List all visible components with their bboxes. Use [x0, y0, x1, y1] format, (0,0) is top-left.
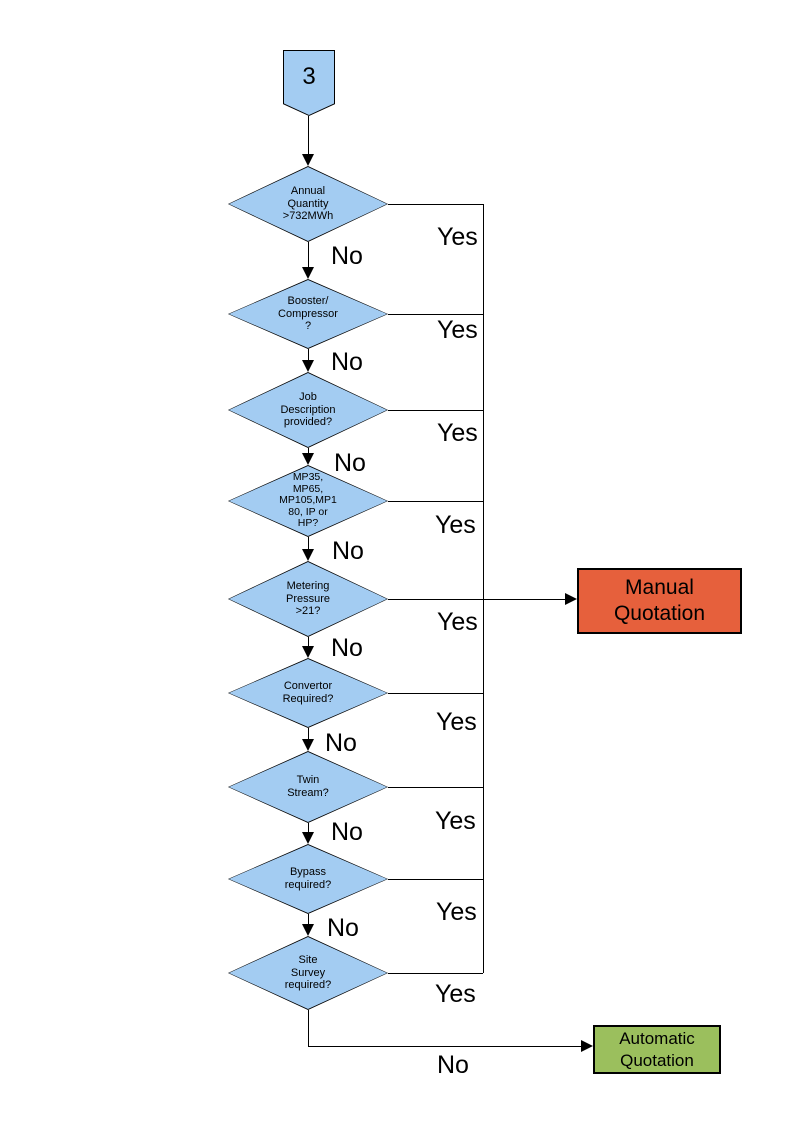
flow-line-connector-to-d1 — [308, 116, 309, 154]
offpage-connector-label: 3 — [302, 63, 316, 90]
flow-line-d3-d4 — [308, 448, 309, 453]
arrowhead-down-d2 — [302, 267, 314, 279]
flow-line-d6-d7 — [308, 728, 309, 739]
flow-line-d2-d3 — [308, 349, 309, 360]
no-label-3: No — [334, 449, 366, 477]
manual-quotation-line — [388, 599, 565, 600]
yes-label-5: Yes — [437, 608, 478, 636]
yes-label-6: Yes — [436, 708, 477, 736]
yes-line-d7 — [388, 787, 483, 788]
arrowhead-right-manual — [565, 593, 577, 605]
decision-label: Annual Quantity >732MWh — [282, 184, 334, 223]
no-label-5: No — [331, 634, 363, 662]
no-label-1: No — [331, 242, 363, 270]
decision-twin-stream: Twin Stream? — [228, 751, 388, 823]
decision-metering-pressure: Metering Pressure >21? — [228, 561, 388, 637]
flow-line-d8-d9 — [308, 914, 309, 924]
no-label-2: No — [331, 348, 363, 376]
decision-label: Convertor Required? — [282, 680, 334, 705]
yes-line-d3 — [388, 410, 483, 411]
manual-quotation-label: Manual Quotation — [613, 575, 706, 625]
arrowhead-down-d5 — [302, 549, 314, 561]
no-line-d9-down — [308, 1010, 309, 1046]
decision-job-description: Job Description provided? — [228, 372, 388, 448]
arrowhead-down-d3 — [302, 360, 314, 372]
yes-label-9: Yes — [435, 980, 476, 1008]
arrowhead-down-d9 — [302, 924, 314, 936]
no-label-7: No — [331, 818, 363, 846]
automatic-quotation-line — [308, 1046, 581, 1047]
arrowhead-down-d1 — [302, 154, 314, 166]
no-label-8: No — [327, 914, 359, 942]
yes-line-d2 — [388, 314, 483, 315]
automatic-quotation-box: Automatic Quotation — [593, 1025, 721, 1074]
flow-line-d7-d8 — [308, 823, 309, 832]
decision-label: Metering Pressure >21? — [285, 579, 331, 618]
arrowhead-down-d4 — [302, 453, 314, 465]
decision-bypass-required: Bypass required? — [228, 844, 388, 914]
yes-label-4: Yes — [435, 511, 476, 539]
yes-line-d4 — [388, 501, 483, 502]
decision-label: Bypass required? — [284, 866, 332, 891]
yes-label-1: Yes — [437, 223, 478, 251]
decision-label: MP35, MP65, MP105,MP1 80, IP or HP? — [279, 471, 337, 530]
decision-label: Job Description provided? — [280, 390, 336, 429]
no-label-6: No — [325, 729, 357, 757]
no-label-4: No — [332, 537, 364, 565]
yes-line-d9 — [388, 973, 483, 974]
decision-convertor-required: Convertor Required? — [228, 658, 388, 728]
flow-line-d1-d2 — [308, 242, 309, 267]
yes-line-d1 — [388, 204, 483, 205]
yes-label-2: Yes — [437, 316, 478, 344]
decision-booster-compressor: Booster/ Compressor ? — [228, 279, 388, 349]
no-label-9: No — [437, 1051, 469, 1079]
decision-meter-type: MP35, MP65, MP105,MP1 80, IP or HP? — [228, 465, 388, 537]
decision-annual-quantity: Annual Quantity >732MWh — [228, 166, 388, 242]
decision-label: Site Survey required? — [284, 953, 332, 992]
yes-label-7: Yes — [435, 807, 476, 835]
manual-quotation-box: Manual Quotation — [577, 568, 742, 634]
yes-label-3: Yes — [437, 419, 478, 447]
arrowhead-right-automatic — [581, 1040, 593, 1052]
yes-label-8: Yes — [436, 898, 477, 926]
offpage-connector-3: 3 — [283, 50, 335, 116]
decision-label: Twin Stream? — [287, 774, 329, 799]
arrowhead-down-d6 — [302, 646, 314, 658]
yes-line-d6 — [388, 693, 483, 694]
flow-line-d5-d6 — [308, 637, 309, 646]
flow-line-d4-d5 — [308, 537, 309, 549]
arrowhead-down-d7 — [302, 739, 314, 751]
decision-site-survey: Site Survey required? — [228, 936, 388, 1010]
yes-collector-line — [483, 204, 484, 973]
offpage-connector-fill — [284, 51, 334, 115]
decision-label: Booster/ Compressor ? — [278, 294, 338, 333]
automatic-quotation-label: Automatic Quotation — [619, 1029, 695, 1070]
arrowhead-down-d8 — [302, 832, 314, 844]
yes-line-d8 — [388, 879, 483, 880]
